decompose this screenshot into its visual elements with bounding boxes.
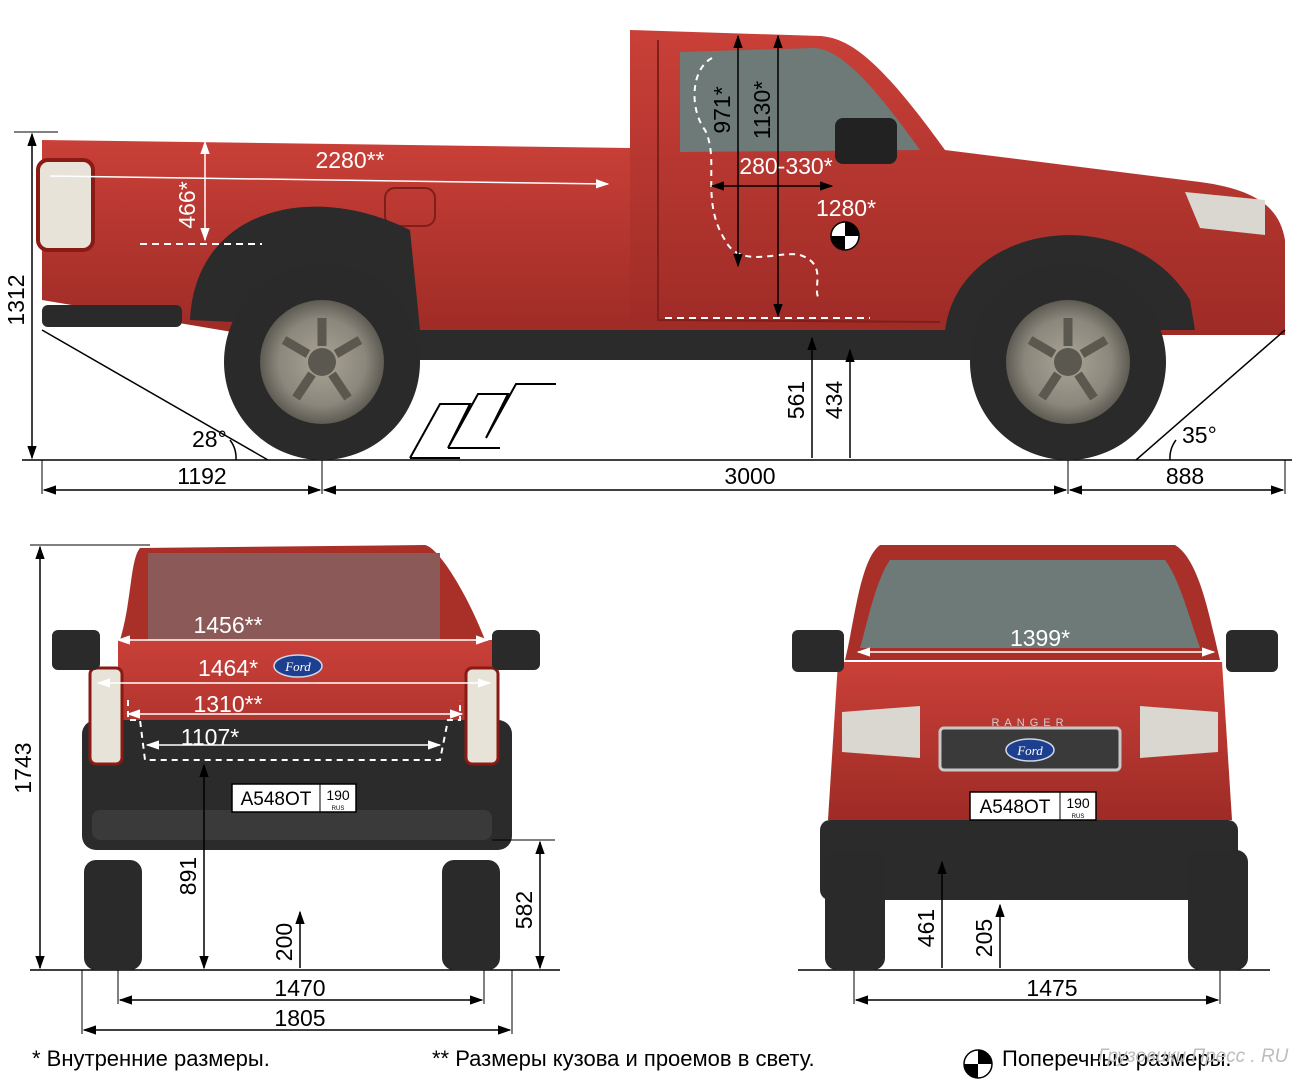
overall-width-label: 1805 bbox=[274, 1005, 325, 1031]
rear-left-mirror bbox=[52, 630, 100, 670]
track-front-label: 1475 bbox=[1026, 975, 1077, 1001]
approach-angle-line bbox=[1135, 329, 1286, 461]
bed-length-label: 2280** bbox=[315, 147, 384, 173]
min-clearance-label: 200 bbox=[271, 923, 297, 961]
overall-height-rear-label: 1743 bbox=[10, 742, 36, 793]
tail-light bbox=[36, 158, 95, 252]
rear-license-plate: А548ОТ 190 RUS bbox=[231, 783, 357, 813]
windshield bbox=[860, 560, 1200, 648]
watermark: Грузовики Пресс . RU bbox=[1098, 1046, 1289, 1067]
cabin-width-label: 1399* bbox=[1010, 625, 1070, 651]
door-outline bbox=[657, 40, 941, 323]
side-mirror bbox=[835, 118, 897, 164]
rear-plate-country: RUS bbox=[332, 806, 345, 812]
rear-overhang-label: 1192 bbox=[177, 463, 226, 489]
front-ford-logo-text: Ford bbox=[1016, 743, 1043, 758]
loading-height-label: 891 bbox=[175, 857, 201, 895]
front-wheel bbox=[970, 264, 1166, 460]
front-license-plate: А548ОТ 190 RUS bbox=[969, 791, 1097, 821]
ground-clearance-b-label: 434 bbox=[821, 381, 847, 420]
departure-angle-label: 28° bbox=[192, 426, 227, 452]
rear-step bbox=[42, 305, 182, 327]
wheelbase-label: 3000 bbox=[724, 463, 775, 489]
ramp-icon bbox=[409, 383, 556, 459]
head-light bbox=[1185, 192, 1265, 235]
rear-left-tail-light bbox=[88, 666, 124, 766]
rear-right-tire bbox=[442, 860, 500, 970]
rear-window-mesh bbox=[148, 553, 440, 645]
front-left-headlight bbox=[842, 706, 920, 758]
legend-transverse: Поперечные размеры. bbox=[1002, 1046, 1232, 1071]
front-height-b-label: 205 bbox=[971, 919, 997, 957]
width-inner-d-label: 1107* bbox=[181, 724, 239, 750]
rear-right-mirror bbox=[492, 630, 540, 670]
front-plate-country: RUS bbox=[1072, 814, 1085, 820]
rear-plate-number: А548ОТ bbox=[241, 789, 312, 810]
front-plate-region: 190 bbox=[1066, 795, 1090, 811]
rear-plate-region: 190 bbox=[326, 787, 350, 803]
track-rear-label: 1470 bbox=[274, 975, 325, 1001]
transverse-symbol-icon bbox=[963, 1049, 993, 1079]
cabin-height-inner-label: 971* bbox=[709, 86, 735, 133]
rear-bumper bbox=[92, 810, 492, 840]
front-ford-logo-icon bbox=[1005, 738, 1055, 762]
bumper-height-label: 582 bbox=[511, 891, 537, 929]
front-height-a-label: 461 bbox=[913, 909, 939, 947]
hood-label: RANGER bbox=[991, 717, 1068, 729]
front-overhang-label: 888 bbox=[1166, 463, 1204, 489]
front-right-headlight bbox=[1140, 706, 1218, 758]
legend-body: ** Размеры кузова и проемов в свету. bbox=[432, 1046, 815, 1071]
legend-inner: * Внутренние размеры. bbox=[32, 1046, 270, 1071]
front-view: RANGER Ford А548ОТ 190 RUS 1399* 461 205… bbox=[792, 545, 1278, 1005]
dim-bed-length bbox=[49, 175, 610, 189]
side-view: 28° 35° 1312 2280** 466* 971* 1130* 280-… bbox=[3, 30, 1292, 495]
rear-left-tire bbox=[84, 860, 142, 970]
ground-clearance-a-label: 561 bbox=[783, 381, 809, 419]
rear-ford-logo-icon bbox=[273, 654, 323, 678]
departure-angle-line bbox=[41, 329, 269, 461]
seat-profile-dash bbox=[693, 57, 821, 301]
front-underbody bbox=[820, 820, 1238, 900]
front-right-mirror bbox=[1226, 630, 1278, 672]
rear-wheel bbox=[224, 264, 420, 460]
rear-right-tail-light bbox=[464, 666, 500, 766]
cabin-width-inner-label: 1280* bbox=[816, 195, 876, 221]
front-left-tire bbox=[825, 850, 885, 970]
transverse-symbol-side bbox=[830, 221, 860, 251]
cabin-height-total-label: 1130* bbox=[749, 81, 775, 139]
rear-ford-logo-text: Ford bbox=[284, 659, 311, 674]
front-plate-number: А548ОТ bbox=[980, 797, 1051, 818]
seat-adjust-label: 280-330* bbox=[739, 153, 832, 179]
width-inner-a-label: 1456** bbox=[193, 612, 262, 638]
approach-angle-label: 35° bbox=[1182, 422, 1217, 448]
bed-depth-label: 466* bbox=[174, 181, 200, 228]
width-inner-b-label: 1464* bbox=[198, 655, 258, 681]
overall-height-side-label: 1312 bbox=[3, 274, 29, 325]
fuel-lid bbox=[384, 187, 436, 227]
width-inner-c-label: 1310** bbox=[193, 691, 262, 717]
front-right-tire bbox=[1188, 850, 1248, 970]
front-left-mirror bbox=[792, 630, 844, 672]
rear-view: Ford А548ОТ 190 RUS 1456** 1464* 1310** … bbox=[10, 544, 560, 1035]
